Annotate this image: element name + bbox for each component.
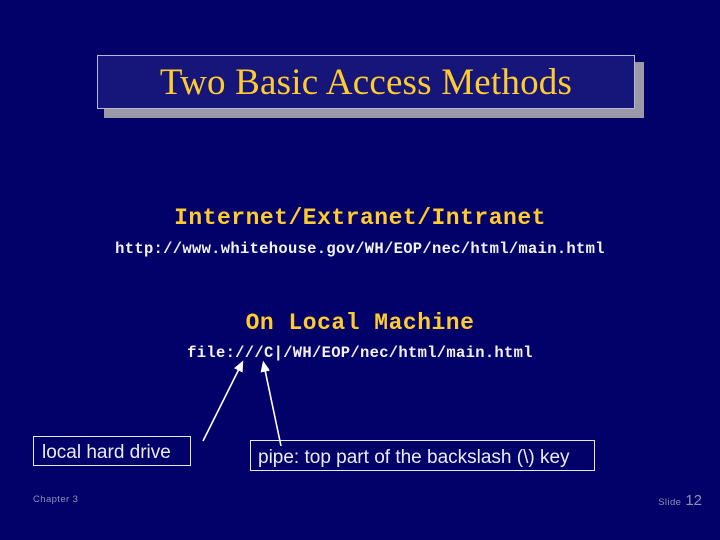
section-path-internet: http://www.whitehouse.gov/WH/EOP/nec/htm… [115, 240, 605, 258]
section-heading-internet: Internet/Extranet/Intranet [174, 205, 546, 231]
page-title: Two Basic Access Methods [159, 61, 573, 103]
footer-slide-number: 12 [685, 492, 702, 509]
title-box: Two Basic Access Methods [97, 55, 635, 109]
arrow-to-drive-letter [202, 360, 244, 442]
footer-slide-word: Slide [658, 497, 682, 508]
callout-label-local-hard-drive: local hard drive [42, 442, 171, 463]
section-heading-local-machine: On Local Machine [245, 310, 475, 336]
footer-chapter-label: Chapter 3 [33, 494, 79, 505]
arrow-to-pipe-character [260, 360, 282, 447]
callout-box-local-hard-drive [33, 436, 191, 466]
callout-label-pipe: pipe: top part of the backslash (\) key [258, 447, 570, 468]
section-path-local-machine: file:///C|/WH/EOP/nec/html/main.html [187, 344, 533, 362]
callout-box-pipe [250, 440, 595, 471]
